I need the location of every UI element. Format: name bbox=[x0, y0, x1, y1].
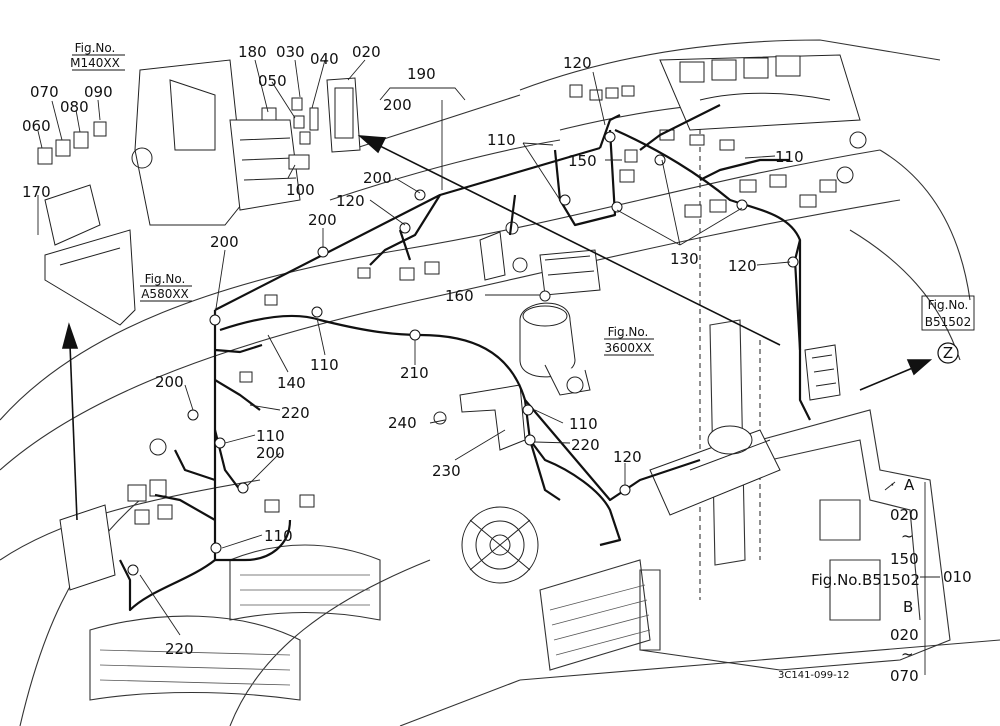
part-200-e: 200 bbox=[256, 444, 285, 462]
part-220-bottom: 220 bbox=[165, 640, 194, 658]
part-110-mid: 110 bbox=[310, 356, 339, 374]
callout-a-dot: · bbox=[890, 476, 895, 494]
fig-ref-m140-title: Fig.No. bbox=[75, 41, 116, 55]
part-040: 040 bbox=[310, 50, 339, 68]
direction-arrows bbox=[61, 135, 933, 521]
drawing-code: 3C141-099-12 bbox=[778, 670, 849, 681]
relay-box-right bbox=[804, 344, 841, 401]
part-050: 050 bbox=[258, 72, 287, 90]
callout-b: B bbox=[903, 598, 913, 616]
part-200-b: 200 bbox=[308, 211, 337, 229]
connectors-cluster bbox=[149, 84, 867, 513]
part-100: 100 bbox=[286, 181, 315, 199]
part-080: 080 bbox=[60, 98, 89, 116]
part-130: 130 bbox=[670, 250, 699, 268]
controller-unit bbox=[229, 107, 301, 211]
fig-ref-a580-code: A580XX bbox=[141, 287, 189, 301]
part-200-a: 200 bbox=[363, 169, 392, 187]
part-120-mid: 120 bbox=[336, 192, 365, 210]
part-210: 210 bbox=[400, 364, 429, 382]
part-180: 180 bbox=[238, 43, 267, 61]
callout-a-from: 020 bbox=[890, 506, 919, 524]
grille-hatching bbox=[99, 574, 651, 686]
relays-left bbox=[37, 121, 107, 246]
callout-main: 010 bbox=[943, 568, 972, 586]
bracket-230 bbox=[433, 384, 526, 451]
fig-ref-a580-title: Fig.No. bbox=[145, 272, 186, 286]
part-120-right: 120 bbox=[728, 257, 757, 275]
callout-a-tilde: ~ bbox=[901, 527, 914, 545]
part-220-b: 220 bbox=[571, 436, 600, 454]
part-170: 170 bbox=[22, 183, 51, 201]
part-120-low: 120 bbox=[613, 448, 642, 466]
fig-ref-m140-code: M140XX bbox=[70, 56, 120, 70]
wiring-harness bbox=[119, 104, 811, 612]
part-110-top: 110 bbox=[487, 131, 516, 149]
part-060: 060 bbox=[22, 117, 51, 135]
bracket-m140 bbox=[131, 59, 246, 226]
callout-a: A bbox=[904, 476, 915, 494]
view-callout-z: Z bbox=[937, 342, 959, 364]
starter-solenoid bbox=[479, 221, 601, 302]
fig-ref-3600-title: Fig.No. bbox=[608, 325, 649, 339]
group-callout: · A 020 ~ 150 B 020 ~ 070 010 bbox=[890, 476, 972, 685]
pump-housing bbox=[519, 302, 591, 396]
fig-ref-b51502-title: Fig.No. bbox=[928, 298, 969, 312]
fig-ref-b51502-code: B51502 bbox=[925, 315, 971, 329]
engine-injectors bbox=[659, 54, 861, 131]
part-230: 230 bbox=[432, 462, 461, 480]
part-030: 030 bbox=[276, 43, 305, 61]
leader-lines bbox=[37, 59, 940, 675]
part-070: 070 bbox=[30, 83, 59, 101]
part-160: 160 bbox=[445, 287, 474, 305]
part-150: 150 bbox=[568, 152, 597, 170]
part-140: 140 bbox=[277, 374, 306, 392]
harness-clamps bbox=[127, 131, 799, 576]
part-200-d: 200 bbox=[155, 373, 184, 391]
callout-b-tilde: ~ bbox=[901, 645, 914, 663]
part-240: 240 bbox=[388, 414, 417, 432]
fuses bbox=[288, 97, 319, 170]
part-090: 090 bbox=[84, 83, 113, 101]
part-110-right: 110 bbox=[775, 148, 804, 166]
part-110-c: 110 bbox=[569, 415, 598, 433]
fuse-box-lower-left bbox=[59, 479, 173, 591]
part-200-c: 200 bbox=[210, 233, 239, 251]
part-220-a: 220 bbox=[281, 404, 310, 422]
callout-a-to: 150 bbox=[890, 550, 919, 568]
callout-b-from: 020 bbox=[890, 626, 919, 644]
part-020: 020 bbox=[352, 43, 381, 61]
callout-b-to: 070 bbox=[890, 667, 919, 685]
part-number-labels: 180 030 040 020 050 070 080 090 060 170 … bbox=[22, 43, 804, 658]
alternator bbox=[461, 506, 539, 584]
fig-ref-3600-code: 3600XX bbox=[605, 341, 652, 355]
part-110-low: 110 bbox=[264, 527, 293, 545]
part-200-group: 200 bbox=[383, 96, 412, 114]
fuse-block bbox=[326, 77, 361, 153]
fig-ref-bottom: Fig.No.B51502 bbox=[811, 571, 920, 589]
part-110-b: 110 bbox=[256, 427, 285, 445]
starter-motor bbox=[649, 425, 781, 516]
part-190: 190 bbox=[407, 65, 436, 83]
view-z-letter: Z bbox=[943, 344, 953, 362]
bracket-a580 bbox=[44, 229, 136, 326]
part-120-top: 120 bbox=[563, 54, 592, 72]
